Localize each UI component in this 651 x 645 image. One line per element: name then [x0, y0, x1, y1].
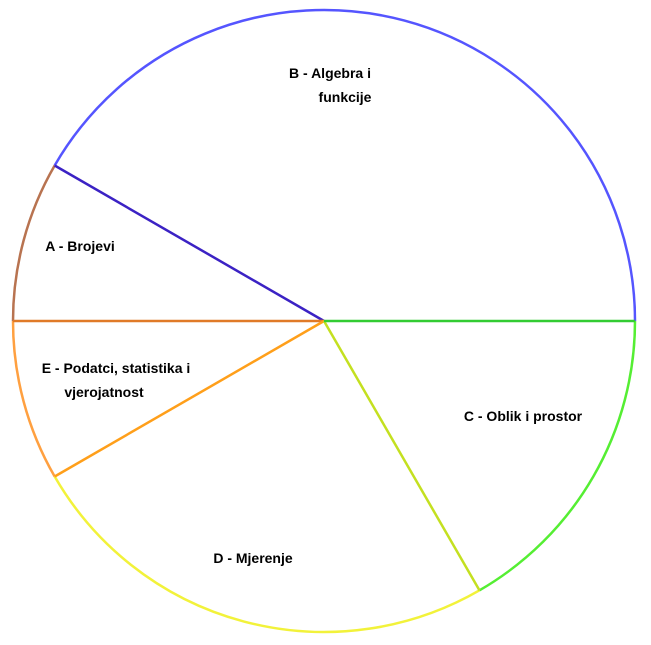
label-b-line1: B - Algebra i	[289, 65, 371, 81]
pie-slice-arc-0	[53, 8, 637, 322]
pie-slice-arc-1	[11, 164, 56, 322]
pie-slice-arc-3	[53, 475, 481, 634]
label-e-line2: vjerojatnost	[64, 384, 144, 400]
label-e-line1: E - Podatci, statistika i	[42, 360, 191, 376]
label-d: D - Mjerenje	[213, 550, 293, 566]
label-c: C - Oblik i prostor	[464, 408, 583, 424]
pie-slice-divider-2	[54, 319, 325, 478]
label-a: A - Brojevi	[45, 238, 115, 254]
pie-slice-arc-2	[11, 320, 56, 478]
pie-slice-divider-0	[54, 164, 325, 323]
pie-slice-arc-4	[478, 320, 637, 592]
pie-slice-divider-3	[322, 320, 481, 591]
label-b-line2: funkcije	[319, 89, 372, 105]
